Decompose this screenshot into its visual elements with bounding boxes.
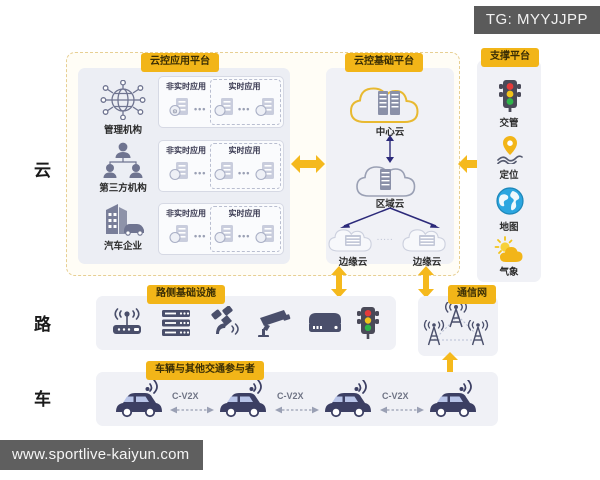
layer-label-vehicle: 车 — [34, 390, 51, 410]
app-ellipsis-1: ••• — [194, 104, 207, 114]
app-column-label-realtime-3: 实时应用 — [228, 209, 261, 218]
center-cloud-icon — [345, 78, 435, 131]
badge-cloud-infra-platform: 云控基础平台 — [345, 53, 423, 72]
cv2x-link-label-2: C-V2X — [277, 391, 304, 401]
support-label-positioning: 定位 — [499, 170, 519, 181]
badge-cloud-app-platform: 云控应用平台 — [141, 53, 219, 72]
arrow-cloud-to-network — [417, 266, 435, 303]
svg-text:⚙: ⚙ — [172, 108, 177, 115]
server-rack-icon — [160, 308, 192, 343]
gateway-box-icon — [306, 310, 344, 341]
app-server-icon — [168, 223, 190, 250]
car-antenna-icon — [214, 379, 272, 425]
edge-cloud-icon-right — [400, 224, 454, 259]
entity-label-third-party: 第三方机构 — [99, 183, 147, 194]
arrow-app-to-infra — [289, 152, 327, 181]
app-ellipsis-3: ••• — [194, 168, 207, 178]
roadside-infrastructure-panel — [96, 296, 396, 350]
location-pin-icon — [495, 134, 525, 169]
edge-cloud-icon-left — [326, 224, 380, 259]
layer-label-cloud: 云 — [34, 161, 51, 181]
weather-sun-cloud-icon — [494, 236, 526, 269]
cv2x-link-arrow-2 — [275, 402, 319, 420]
factory-car-icon — [102, 200, 146, 241]
app-column-label-nonrealtime-1: 非实时应用 — [166, 82, 206, 91]
app-subgroup-realtime-3 — [210, 206, 281, 252]
cv2x-link-label-1: C-V2X — [172, 391, 199, 401]
app-ellipsis-6: ••• — [238, 231, 251, 241]
entity-label-automaker: 汽车企业 — [103, 241, 142, 252]
traffic-light-icon — [497, 78, 523, 117]
rsu-router-icon — [110, 308, 144, 343]
cv2x-link-arrow-3 — [380, 402, 424, 420]
telegram-watermark: TG: MYYJJPP — [473, 6, 600, 34]
app-column-label-realtime-1: 实时应用 — [228, 82, 261, 91]
layer-label-road: 路 — [34, 315, 51, 335]
communication-network-panel — [418, 296, 498, 356]
cell-tower-icon — [465, 319, 491, 351]
traffic-light-icon — [356, 305, 380, 344]
network-globe-icon — [100, 79, 146, 125]
badge-support-platform: 支撑平台 — [481, 48, 539, 67]
app-server-icon — [213, 96, 235, 123]
cv2x-link-arrow-1 — [170, 402, 214, 420]
app-column-label-nonrealtime-3: 非实时应用 — [166, 209, 206, 218]
badge-roadside-infrastructure: 路侧基础设施 — [147, 285, 225, 304]
app-ellipsis-2: ••• — [238, 104, 251, 114]
app-column-label-realtime-2: 实时应用 — [228, 146, 261, 155]
app-server-icon — [213, 223, 235, 250]
node-label-center-cloud: 中心云 — [375, 127, 405, 138]
app-subgroup-realtime-1 — [210, 79, 281, 125]
node-label-edge-cloud-right: 边缘云 — [412, 257, 442, 268]
app-server-icon — [254, 160, 276, 187]
app-column-label-nonrealtime-2: 非实时应用 — [166, 146, 206, 155]
support-label-map: 地图 — [499, 222, 519, 233]
app-server-icon — [254, 223, 276, 250]
app-ellipsis-5: ••• — [194, 231, 207, 241]
entity-label-management: 管理机构 — [103, 125, 142, 136]
link-center-to-regional — [384, 135, 396, 168]
node-label-regional-cloud: 区域云 — [375, 199, 405, 210]
app-server-icon — [213, 160, 235, 187]
car-antenna-icon — [110, 379, 168, 425]
people-group-icon — [101, 142, 145, 183]
satellite-icon — [208, 305, 244, 343]
app-server-icon — [254, 96, 276, 123]
app-ellipsis-4: ••• — [238, 168, 251, 178]
site-watermark: www.sportlive-kaiyun.com — [0, 440, 204, 470]
link-regional-to-edges — [332, 206, 448, 235]
arrow-cloud-to-road-left — [330, 266, 348, 303]
car-antenna-icon — [424, 379, 482, 425]
edge-cloud-separator: ····· — [377, 237, 394, 244]
badge-communication-network: 通信网 — [448, 285, 496, 304]
cv2x-link-label-3: C-V2X — [382, 391, 409, 401]
badge-vehicle-layer: 车辆与其他交通参与者 — [146, 361, 264, 380]
app-server-icon — [168, 160, 190, 187]
cell-tower-icon — [421, 319, 447, 351]
app-server-icon: ⚙ — [168, 96, 190, 123]
app-subgroup-realtime-2 — [210, 143, 281, 189]
support-label-weather: 气象 — [499, 267, 519, 278]
regional-cloud-icon — [352, 158, 428, 205]
cctv-camera-icon — [256, 307, 292, 342]
node-label-edge-cloud-left: 边缘云 — [338, 257, 368, 268]
cell-tower-icon — [442, 301, 470, 333]
globe-map-icon — [495, 186, 525, 221]
vehicle-layer-panel — [96, 372, 498, 426]
car-antenna-icon — [319, 379, 377, 425]
support-label-traffic: 交管 — [499, 118, 519, 129]
